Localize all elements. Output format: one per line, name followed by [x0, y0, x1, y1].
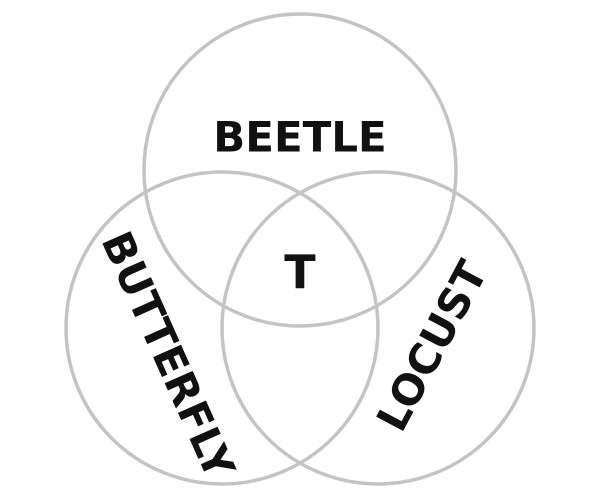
circle-beetle [142, 12, 458, 328]
label-butterfly: BUTTERFLY [92, 224, 245, 486]
label-intersection: T [284, 245, 316, 299]
label-beetle: BEETLE [213, 113, 387, 162]
circle-locust [220, 170, 536, 486]
circle-butterfly [64, 170, 380, 486]
label-locust: LOCUST [367, 253, 497, 439]
